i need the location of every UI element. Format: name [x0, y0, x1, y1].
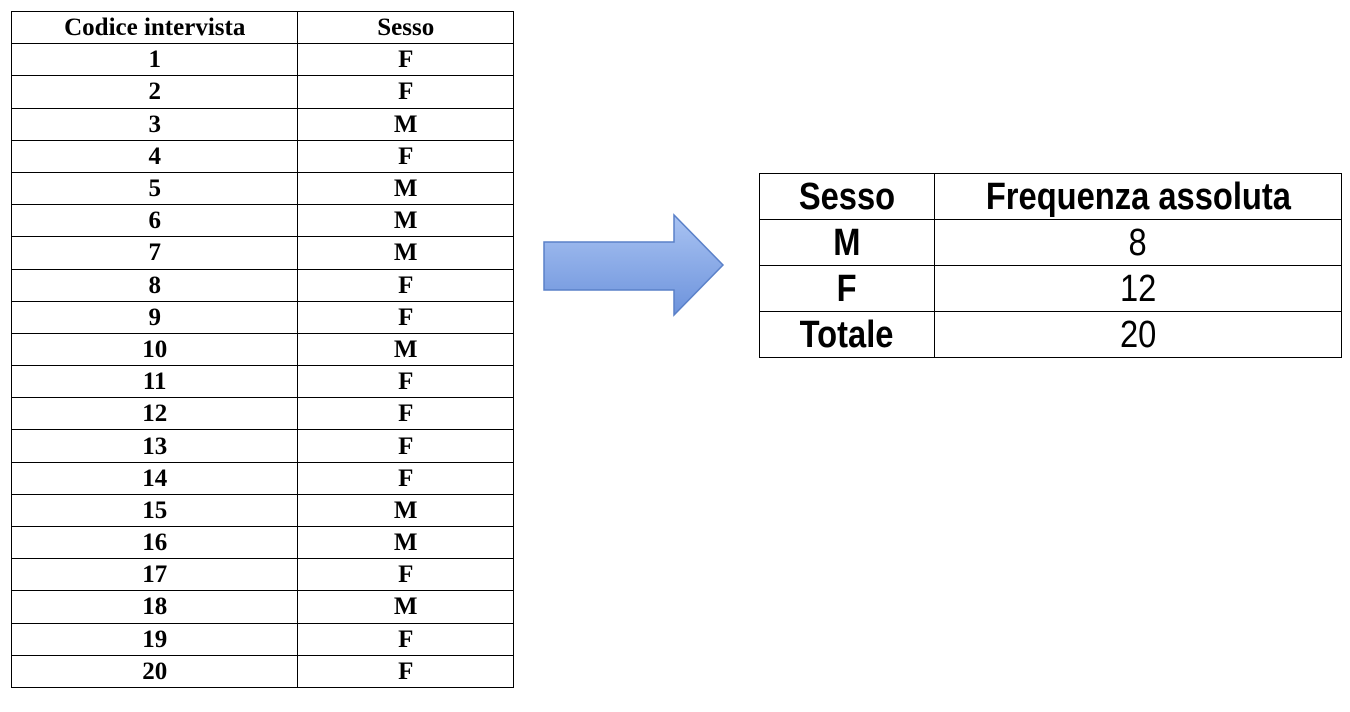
codice-intervista-cell: 10 [10, 332, 299, 367]
freq-value-cell: 8 [934, 219, 1342, 266]
sesso-cell: F [297, 429, 514, 463]
codice-intervista-cell: 5 [10, 171, 299, 206]
header-sesso-freq: Sesso [759, 173, 935, 220]
freq-label-cell: M [759, 219, 935, 266]
freq-table-row: Totale 20 [759, 311, 1342, 358]
freq-value: 8 [1128, 221, 1148, 264]
sesso-cell: F [297, 622, 514, 656]
sesso-cell: M [297, 493, 514, 528]
freq-value-cell: 12 [934, 265, 1342, 312]
header-codice-intervista: Codice intervista [10, 10, 299, 45]
codice-intervista-cell: 18 [10, 590, 299, 624]
sesso-cell: F [297, 75, 514, 109]
sesso-cell: F [297, 397, 514, 431]
sesso-cell: F [297, 139, 514, 173]
header-frequenza-assoluta: Frequenza assoluta [934, 173, 1342, 220]
sesso-cell: M [297, 107, 514, 141]
freq-value: 20 [1119, 313, 1157, 356]
codice-intervista-cell: 11 [10, 365, 299, 399]
sesso-cell: M [297, 236, 514, 270]
codice-intervista-cell: 19 [10, 622, 299, 656]
codice-intervista-cell: 2 [10, 75, 299, 109]
codice-intervista-cell: 8 [10, 268, 299, 302]
freq-label: F [837, 267, 857, 310]
freq-table-row: F 12 [759, 265, 1342, 312]
freq-label-cell: Totale [759, 311, 935, 358]
codice-intervista-cell: 17 [10, 558, 299, 592]
header-frequenza-assoluta-label: Frequenza assoluta [985, 175, 1291, 218]
header-sesso-freq-label: Sesso [798, 175, 896, 218]
codice-intervista-cell: 9 [10, 300, 299, 334]
raw-table-header-row: Codice intervista Sesso [10, 10, 514, 45]
sesso-cell: M [297, 204, 514, 238]
sesso-cell: F [297, 300, 514, 334]
sesso-cell: F [297, 558, 514, 592]
sesso-cell: F [297, 461, 514, 495]
sesso-cell: M [297, 590, 514, 624]
codice-intervista-cell: 6 [10, 204, 299, 238]
sesso-cell: M [297, 332, 514, 367]
codice-intervista-cell: 20 [10, 654, 299, 688]
codice-intervista-cell: 1 [10, 43, 299, 77]
right-arrow-icon [543, 213, 725, 317]
codice-intervista-cell: 16 [10, 525, 299, 560]
sesso-cell: F [297, 268, 514, 302]
codice-intervista-cell: 4 [10, 139, 299, 173]
freq-label-cell: F [759, 265, 935, 312]
codice-intervista-cell: 7 [10, 236, 299, 270]
freq-label: Totale [800, 313, 894, 356]
codice-intervista-cell: 15 [10, 493, 299, 528]
sesso-cell: M [297, 171, 514, 206]
sesso-cell: F [297, 365, 514, 399]
freq-table-header-row: Sesso Frequenza assoluta [759, 173, 1342, 220]
sesso-cell: F [297, 654, 514, 688]
codice-intervista-cell: 12 [10, 397, 299, 431]
codice-intervista-cell: 14 [10, 461, 299, 495]
freq-value: 12 [1119, 267, 1157, 310]
codice-intervista-cell: 3 [10, 107, 299, 141]
sesso-cell: F [297, 43, 514, 77]
sesso-cell: M [297, 525, 514, 560]
header-sesso: Sesso [297, 10, 514, 45]
freq-label: M [833, 221, 861, 264]
codice-intervista-cell: 13 [10, 429, 299, 463]
freq-value-cell: 20 [934, 311, 1342, 358]
